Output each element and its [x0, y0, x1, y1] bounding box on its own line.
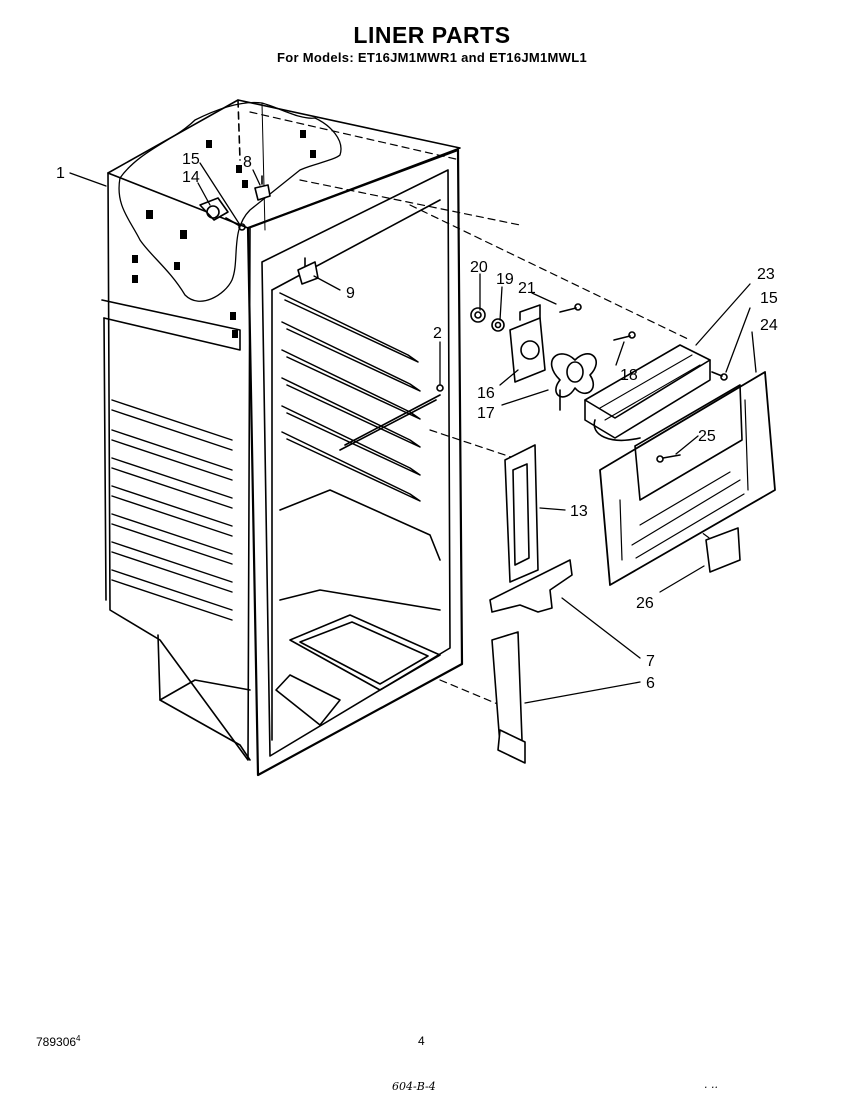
air-duct-part-13	[504, 444, 539, 583]
callout-24: 24	[760, 317, 778, 334]
liner-cabinet	[101, 99, 713, 777]
callout-17: 17	[477, 405, 495, 422]
callout-2: 2	[433, 325, 442, 342]
callout-18: 18	[620, 367, 638, 384]
callout-leaders	[69, 162, 757, 704]
callout-23: 23	[757, 266, 775, 283]
model-subtitle: For Models: ET16JM1MWR1 and ET16JM1MWL1	[276, 50, 588, 65]
callout-6: 6	[646, 675, 655, 692]
callout-25: 25	[698, 428, 716, 445]
callout-26: 26	[636, 595, 654, 612]
callout-21: 21	[518, 280, 536, 297]
fan-motor-assembly	[470, 303, 636, 411]
part-14-thermostat	[199, 197, 246, 231]
evaporator-cover-assembly	[584, 344, 776, 586]
callout-8: 8	[243, 154, 252, 171]
handwritten-note: 604-B-4	[392, 1080, 436, 1093]
insulation-part-6	[491, 631, 526, 764]
part-8-clip	[254, 175, 271, 201]
callout-16: 16	[477, 385, 495, 402]
callout-14: 14	[182, 169, 200, 186]
callout-labels: 1 15 14 8 9 2 20 19 21 16 17 18 23 15 24…	[56, 151, 778, 692]
callout-15: 15	[182, 151, 200, 168]
callout-13: 13	[570, 503, 588, 520]
callout-9: 9	[346, 285, 355, 302]
callout-7: 7	[646, 653, 655, 670]
callout-20: 20	[470, 259, 488, 276]
callout-15-b: 15	[760, 290, 778, 307]
corner-mark: . ..	[704, 1078, 718, 1091]
callout-19: 19	[496, 271, 514, 288]
page-title: LINER PARTS	[353, 22, 511, 48]
baffle-part-7	[489, 559, 573, 613]
callout-1: 1	[56, 165, 65, 182]
part-2-harness	[339, 384, 444, 451]
document-number: 7893064	[36, 1034, 81, 1049]
part-9-bracket	[297, 257, 319, 285]
page-number: 4	[418, 1034, 425, 1048]
